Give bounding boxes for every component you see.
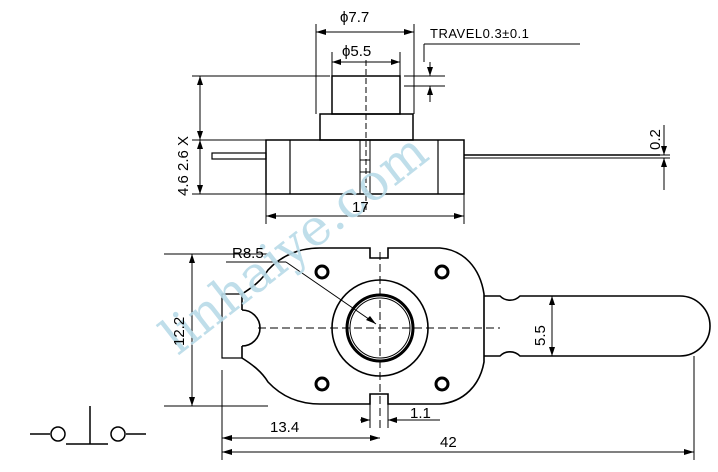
dim-slot: 1.1	[410, 405, 431, 422]
dim-body-width: 17	[352, 199, 369, 216]
lead-tab	[484, 295, 711, 357]
dim-lead-thickness: 0.2	[647, 129, 664, 150]
dim-radius: R8.5	[232, 245, 264, 262]
dim-overall-length: 42	[440, 434, 457, 451]
switch-body-top	[241, 247, 485, 405]
dim-body-height: 12.2	[171, 317, 188, 346]
dim-phi-inner: ϕ5.5	[342, 43, 371, 60]
dim-travel: TRAVEL0.3±0.1	[430, 26, 529, 41]
side-view	[211, 75, 660, 195]
dim-offset: 13.4	[270, 419, 299, 436]
left-terminal	[211, 152, 267, 160]
switch-symbol	[30, 406, 146, 445]
watermark-text: linhaiye.com	[150, 122, 439, 366]
mounting-holes	[314, 264, 450, 392]
dim-phi-outer: ϕ7.7	[340, 9, 369, 26]
dim-height-left: 4.6 2.6 X	[175, 136, 192, 196]
dim-lead-width: 5.5	[532, 325, 549, 346]
